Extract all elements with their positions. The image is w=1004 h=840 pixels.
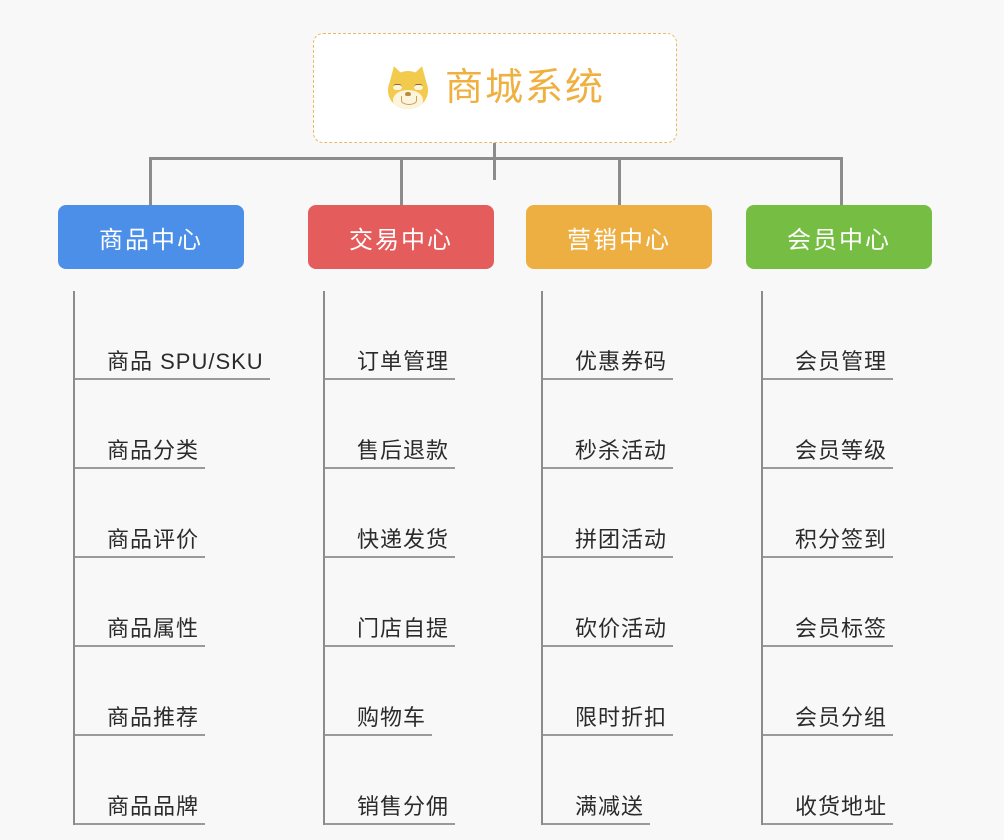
leaf-label: 商品属性 (107, 615, 200, 641)
leaf-item[interactable]: 积分签到 (763, 469, 932, 558)
leaf-list-marketing-center: 优惠券码 秒杀活动 拼团活动 砍价活动 限时折扣 满减送 (541, 291, 712, 825)
leaf-item[interactable]: 会员管理 (763, 291, 932, 380)
leaf-list-product-center: 商品 SPU/SKU 商品分类 商品评价 商品属性 商品推荐 商品品牌 (73, 291, 270, 825)
leaf-label: 优惠券码 (575, 348, 668, 374)
leaf-item[interactable]: 商品 SPU/SKU (75, 291, 270, 380)
leaf-item[interactable]: 拼团活动 (543, 469, 712, 558)
leaf-label: 商品推荐 (107, 704, 200, 730)
leaf-label: 收货地址 (795, 793, 888, 819)
leaf-list-member-center: 会员管理 会员等级 积分签到 会员标签 会员分组 收货地址 (761, 291, 932, 825)
leaf-item[interactable]: 快递发货 (325, 469, 494, 558)
leaf-item[interactable]: 会员等级 (763, 380, 932, 469)
leaf-label: 秒杀活动 (575, 437, 668, 463)
leaf-item[interactable]: 商品属性 (75, 558, 244, 647)
branch-marketing-center: 营销中心 优惠券码 秒杀活动 拼团活动 砍价活动 限时折扣 满减送 (526, 205, 712, 825)
leaf-item[interactable]: 销售分佣 (325, 736, 494, 825)
category-label: 营销中心 (567, 226, 671, 254)
connector-drop-4 (840, 157, 843, 207)
leaf-item[interactable]: 会员标签 (763, 558, 932, 647)
leaf-label: 拼团活动 (575, 526, 668, 552)
root-node[interactable]: 商城系统 (313, 33, 677, 143)
connector-drop-3 (618, 157, 621, 207)
branch-product-center: 商品中心 商品 SPU/SKU 商品分类 商品评价 商品属性 商品推荐 商品品牌 (58, 205, 270, 825)
leaf-item[interactable]: 优惠券码 (543, 291, 712, 380)
category-header-trade-center[interactable]: 交易中心 (308, 205, 494, 269)
branch-member-center: 会员中心 会员管理 会员等级 积分签到 会员标签 会员分组 收货地址 (746, 205, 932, 825)
leaf-item[interactable]: 订单管理 (325, 291, 494, 380)
leaf-item[interactable]: 门店自提 (325, 558, 494, 647)
branch-trade-center: 交易中心 订单管理 售后退款 快递发货 门店自提 购物车 销售分佣 (308, 205, 494, 825)
category-header-member-center[interactable]: 会员中心 (746, 205, 932, 269)
connector-bus-bar (149, 157, 843, 160)
leaf-item[interactable]: 满减送 (543, 736, 712, 825)
leaf-item[interactable]: 商品品牌 (75, 736, 244, 825)
leaf-item[interactable]: 商品推荐 (75, 647, 244, 736)
leaf-label: 商品 SPU/SKU (107, 348, 264, 374)
leaf-item[interactable]: 商品分类 (75, 380, 244, 469)
leaf-item[interactable]: 会员分组 (763, 647, 932, 736)
leaf-label: 销售分佣 (357, 793, 450, 819)
leaf-label: 会员管理 (795, 348, 888, 374)
category-label: 交易中心 (349, 226, 453, 254)
category-label: 会员中心 (787, 226, 891, 254)
leaf-label: 商品分类 (107, 437, 200, 463)
leaf-item[interactable]: 售后退款 (325, 380, 494, 469)
leaf-label: 快递发货 (357, 526, 450, 552)
connector-drop-1 (149, 157, 152, 207)
category-label: 商品中心 (99, 226, 203, 254)
leaf-label: 砍价活动 (575, 615, 668, 641)
connector-drop-2 (400, 157, 403, 207)
leaf-label: 购物车 (357, 704, 427, 730)
leaf-label: 会员等级 (795, 437, 888, 463)
leaf-label: 商品品牌 (107, 793, 200, 819)
root-title: 商城系统 (444, 67, 605, 109)
leaf-item[interactable]: 购物车 (325, 647, 494, 736)
category-header-product-center[interactable]: 商品中心 (58, 205, 244, 269)
leaf-item[interactable]: 限时折扣 (543, 647, 712, 736)
leaf-label: 售后退款 (357, 437, 450, 463)
leaf-label: 会员标签 (795, 615, 888, 641)
leaf-item[interactable]: 商品评价 (75, 469, 244, 558)
category-header-marketing-center[interactable]: 营销中心 (526, 205, 712, 269)
leaf-label: 订单管理 (357, 348, 450, 374)
leaf-item[interactable]: 砍价活动 (543, 558, 712, 647)
leaf-item[interactable]: 秒杀活动 (543, 380, 712, 469)
leaf-label: 门店自提 (357, 615, 450, 641)
leaf-label: 满减送 (575, 793, 645, 819)
connector-root-stem (493, 143, 496, 180)
leaf-label: 会员分组 (795, 704, 888, 730)
leaf-list-trade-center: 订单管理 售后退款 快递发货 门店自提 购物车 销售分佣 (323, 291, 494, 825)
leaf-label: 商品评价 (107, 526, 200, 552)
shiba-dog-icon (385, 63, 431, 111)
leaf-label: 积分签到 (795, 526, 888, 552)
leaf-item[interactable]: 收货地址 (763, 736, 932, 825)
leaf-label: 限时折扣 (575, 704, 668, 730)
